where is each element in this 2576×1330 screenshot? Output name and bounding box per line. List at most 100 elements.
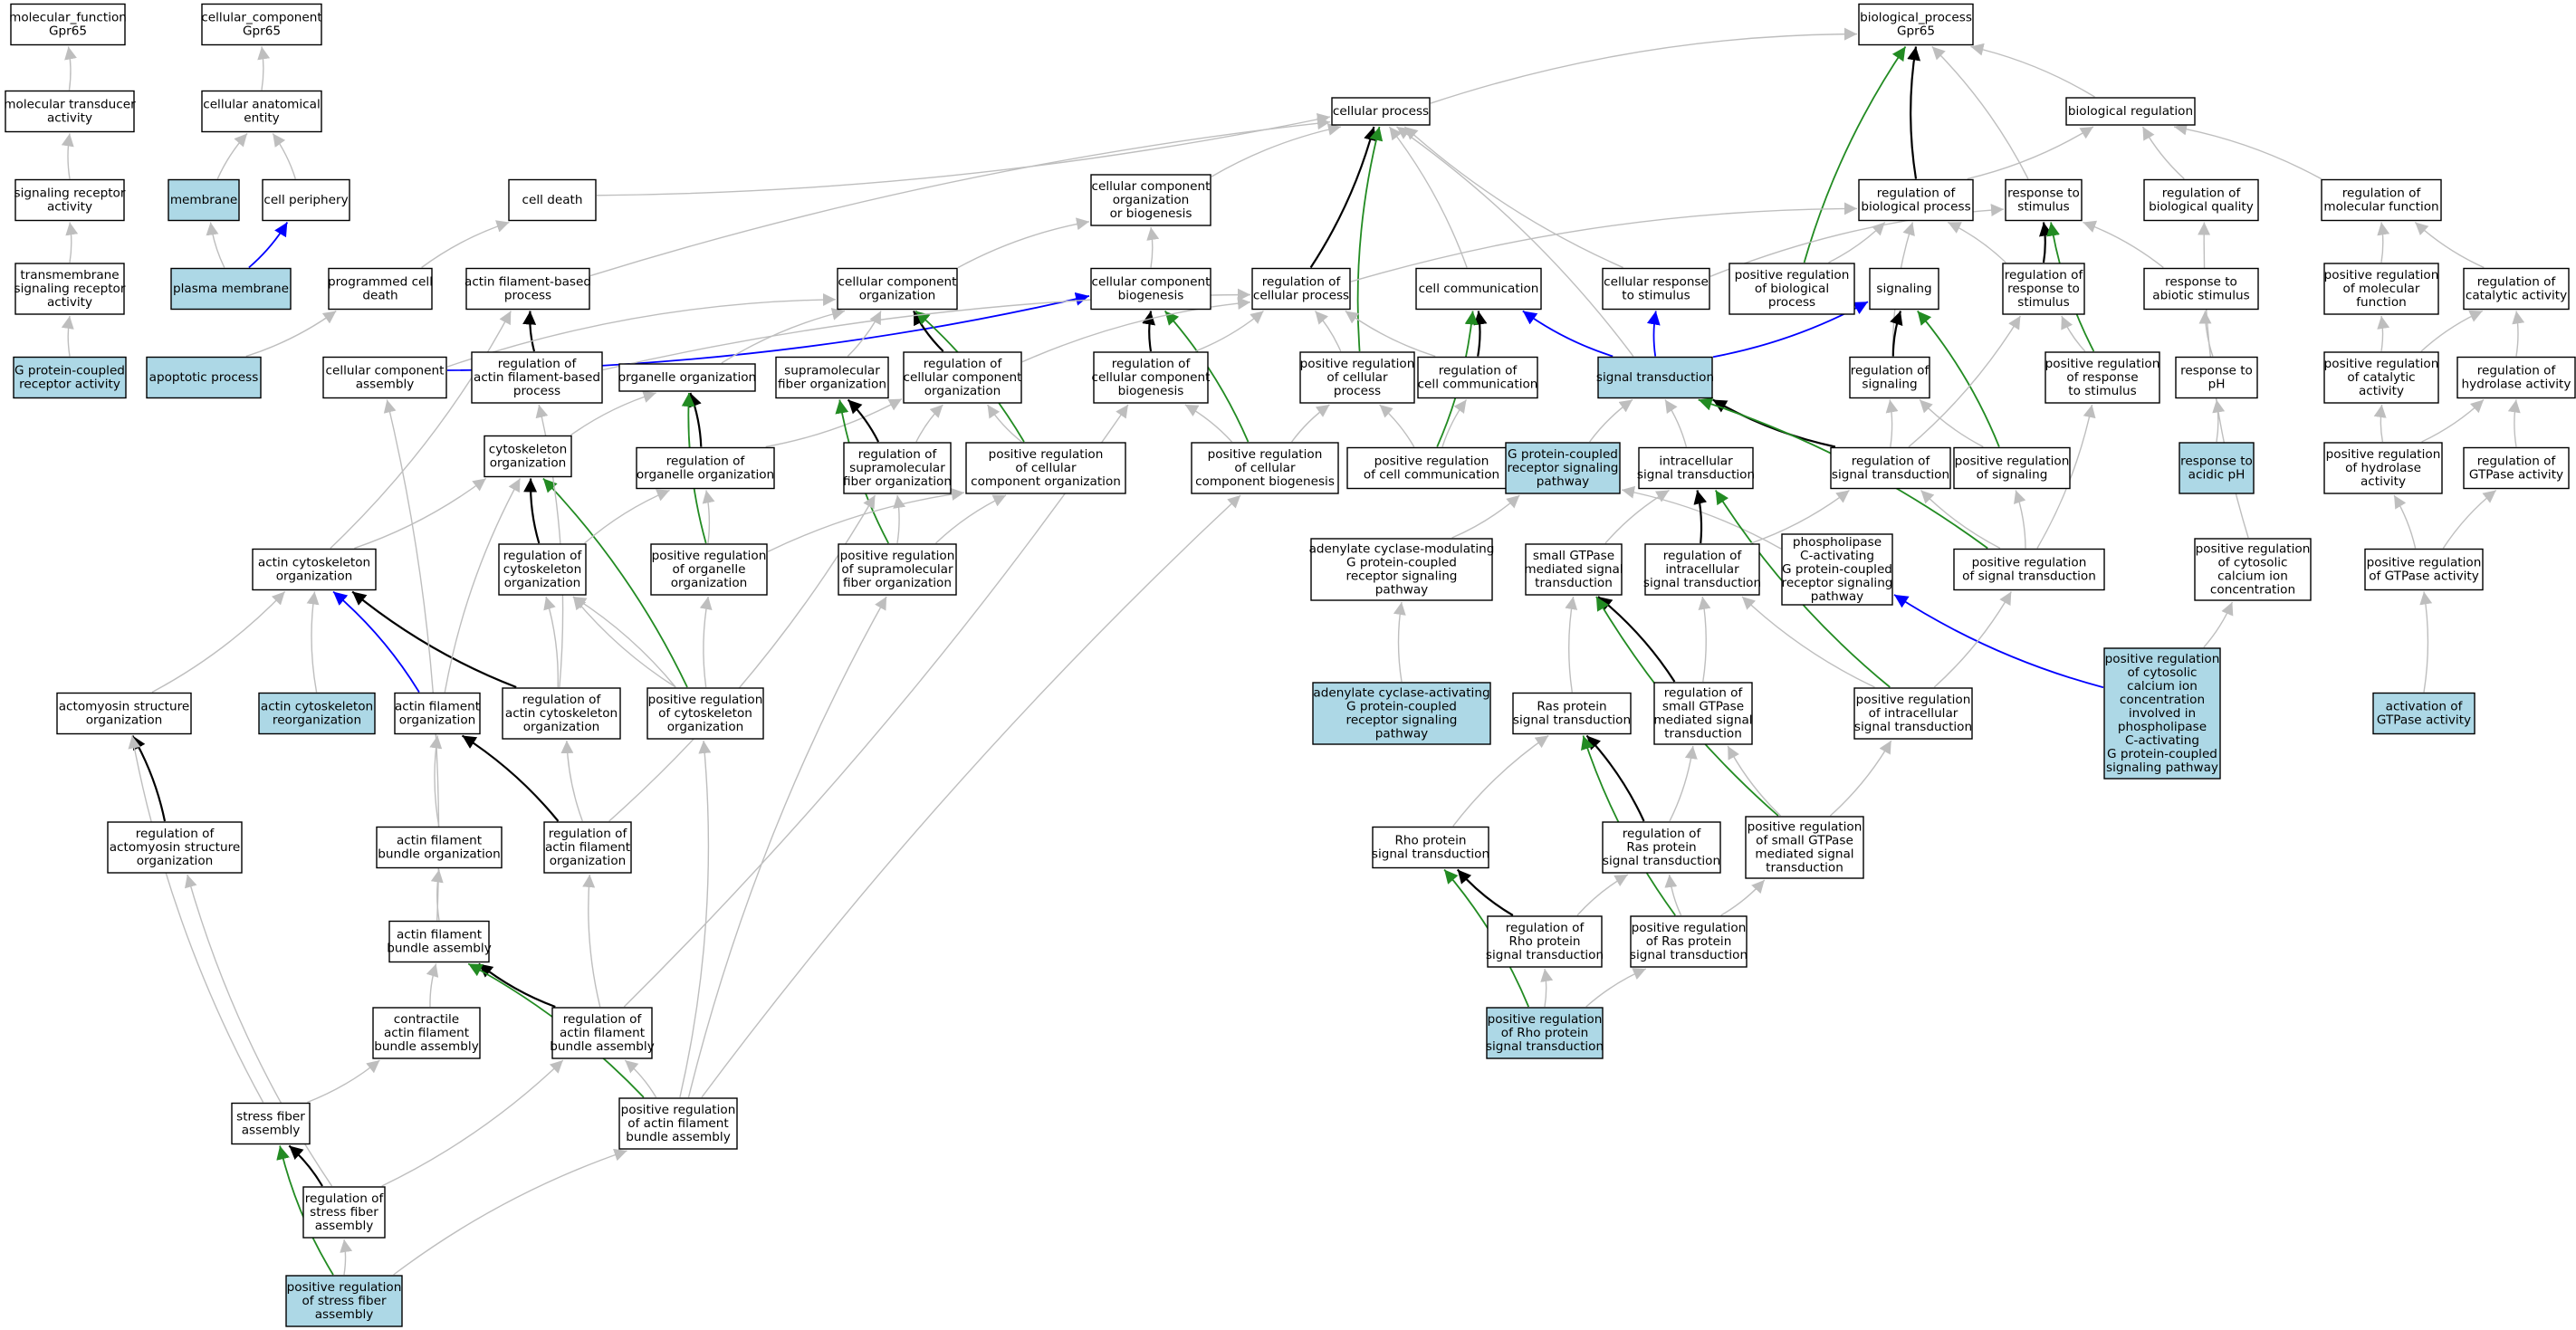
- go-term-node-bio-reg[interactable]: biological regulation: [2065, 97, 2196, 126]
- go-term-node-apoptotic[interactable]: apoptotic process: [146, 356, 262, 399]
- go-term-node-organelle-org[interactable]: organelle organization: [618, 363, 756, 392]
- go-term-node-cell-process[interactable]: cellular process: [1331, 97, 1431, 126]
- go-term-node-cell-death[interactable]: cell death: [508, 178, 597, 222]
- go-term-node-cell-comm[interactable]: cell communication: [1415, 267, 1542, 311]
- go-term-node-signaling[interactable]: signaling: [1869, 267, 1939, 311]
- go-term-node-plasma-mem[interactable]: plasma membrane: [170, 267, 292, 311]
- go-term-node-sig-trans[interactable]: signal transduction: [1596, 356, 1714, 399]
- node-label-line: of cytosolic: [2127, 665, 2197, 680]
- go-term-node-cell-periph[interactable]: cell periphery: [262, 178, 350, 222]
- edge-is-a-pos-reg-stress-fiber-to-pos-reg-actin-bundle: [393, 1148, 627, 1276]
- go-term-node-membrane[interactable]: membrane: [168, 178, 240, 222]
